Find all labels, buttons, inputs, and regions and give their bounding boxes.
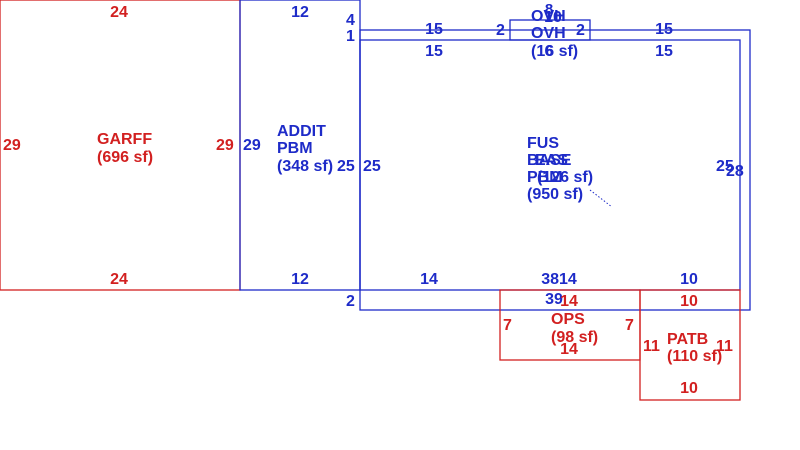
addit-size: (348 sf) <box>277 158 333 175</box>
addit-top-dim: 12 <box>291 4 309 21</box>
fus-top-left-dim-2: 15 <box>425 43 443 60</box>
addit-right-dim: 25 <box>337 158 355 175</box>
ovh-right-dim: 2 <box>576 22 585 39</box>
garff-top-dim: 24 <box>110 4 128 21</box>
fus-top-right-dim: 15 <box>655 21 673 38</box>
base-code: BASE <box>527 152 572 169</box>
ovh-left-dim: 2 <box>496 22 505 39</box>
patb-top-dim: 10 <box>680 293 698 310</box>
fus-bottom-left-dim: 14 <box>420 271 438 288</box>
fus-size: (126 sf) <box>537 169 593 186</box>
ovh-top-dim-2: 10 <box>544 9 562 26</box>
patb-left-dim: 11 <box>643 338 660 355</box>
ops-code: OPS <box>551 311 585 328</box>
overlap-code: EAS <box>535 152 568 169</box>
leader-line <box>589 189 613 208</box>
garff-left-dim: 29 <box>3 137 21 154</box>
garff-code: GARFF <box>97 131 152 148</box>
base-size: (950 sf) <box>527 186 583 203</box>
base-code-2: PBM <box>527 169 563 186</box>
ovh-size: (16 sf) <box>531 43 578 60</box>
ovh-outline <box>509 19 591 41</box>
fus-right-dim: 25 <box>716 158 734 175</box>
addit-left-dim: 29 <box>243 137 261 154</box>
fus-code: FUS <box>527 135 559 152</box>
fus-top-right-dim-2: 15 <box>655 43 673 60</box>
ovh-code-2: OVH <box>531 25 566 42</box>
patb-outline <box>639 289 741 401</box>
base-outline <box>359 29 751 311</box>
fus-top-left-dim: 15 <box>425 21 443 38</box>
fus-bottom-mid-dim: 3814 <box>541 271 577 288</box>
ops-size: (98 sf) <box>551 329 598 346</box>
patb-code: PATB <box>667 331 708 348</box>
garff-right-dim: 29 <box>216 137 234 154</box>
addit-code-2: PBM <box>277 140 313 157</box>
fus-side-b: 1 <box>346 28 355 45</box>
ops-left-dim: 7 <box>503 317 512 334</box>
patb-bottom-dim: 10 <box>680 380 698 397</box>
patb-size: (110 sf) <box>667 348 722 365</box>
patb-right-dim: 11 <box>716 338 733 355</box>
base-side-c: 2 <box>346 293 355 310</box>
addit-code: ADDIT <box>277 123 326 140</box>
addit-bottom-dim: 12 <box>291 271 309 288</box>
ovh-top-dim: 8 <box>545 1 553 18</box>
fus-left-dim: 25 <box>363 158 381 175</box>
ops-bottom-dim: 14 <box>560 341 578 358</box>
fus-side-a: 4 <box>346 12 355 29</box>
fus-bottom-right-dim: 10 <box>680 271 698 288</box>
garff-bottom-dim: 24 <box>110 271 128 288</box>
ops-top-dim: 14 <box>560 293 578 310</box>
ovh-code: OVH <box>531 8 566 25</box>
garff-size: (696 sf) <box>97 149 153 166</box>
base-bottom-mid-dim: 39 <box>545 291 563 308</box>
base-right-dim: 28 <box>726 163 744 180</box>
ovh-mid-dim: 6 <box>545 43 554 60</box>
ops-right-dim: 7 <box>625 317 634 334</box>
